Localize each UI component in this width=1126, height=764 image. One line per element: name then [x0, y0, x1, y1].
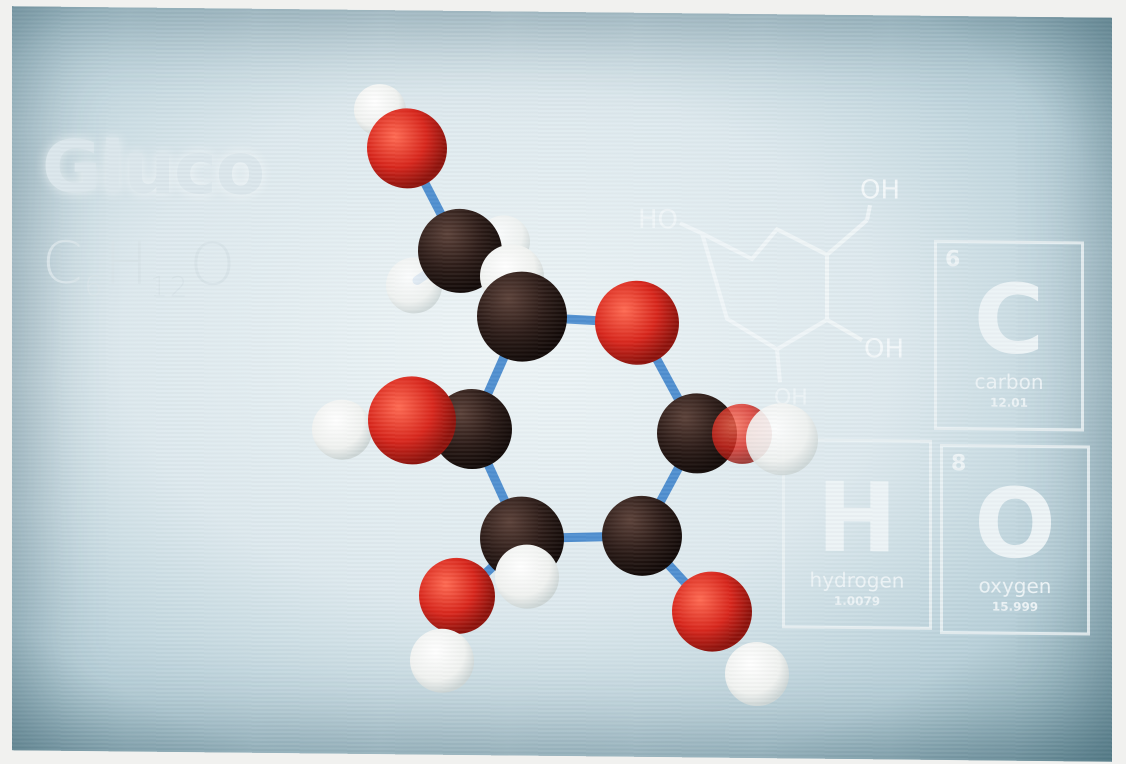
- label-oh-right: OH: [864, 334, 904, 364]
- oxygen-atom: [368, 376, 456, 465]
- carbon-atom: [602, 495, 682, 576]
- oxygen-atom: [419, 557, 495, 634]
- carbon-atom: [477, 271, 567, 362]
- carbon-atom: [657, 393, 737, 474]
- glucose-3d-model: [312, 84, 818, 707]
- hydrogen-atom: [312, 399, 372, 460]
- hydrogen-atom: [495, 544, 559, 609]
- hydrogen-atom: [746, 403, 818, 476]
- oxygen-atom: [367, 108, 447, 189]
- structural-formula: OH HO OH OH: [638, 175, 904, 410]
- display-screen: Gluco C6H12O OH HO OH OH 6 C carbon 12.0…: [12, 6, 1112, 762]
- hydrogen-atom: [725, 642, 789, 707]
- label-oh-top: OH: [860, 175, 900, 205]
- oxygen-atom: [595, 280, 679, 365]
- oxygen-atom: [672, 571, 752, 652]
- hydrogen-atom: [410, 628, 474, 693]
- label-ho-left: HO: [638, 205, 678, 235]
